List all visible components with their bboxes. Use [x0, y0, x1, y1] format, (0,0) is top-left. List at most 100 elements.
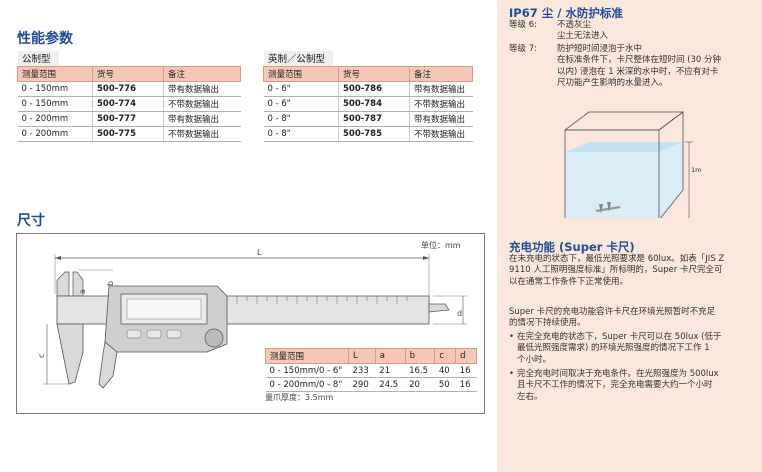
text-line: 且卡尺不工作的情况下，完全充电需要大约一个小时 — [517, 380, 713, 391]
table-row: 0 - 150mm/0 - 6" 233 21 16.5 40 16 — [265, 363, 477, 378]
column-header: d — [455, 348, 477, 364]
range-cell: 0 - 150mm — [17, 96, 93, 112]
text-line: 在未充电的状态下，最低光照要求是 60lux。如表「JIS Z — [509, 254, 725, 264]
text-line: 在完全充电的状态下，Super 卡尺可以在 50lux (低于 — [517, 332, 722, 342]
label-d: d — [457, 309, 462, 318]
text-line: 以在通常工作条件下正常使用。 — [509, 276, 629, 287]
table-row: 0 - 200mm/0 - 8" 290 24.5 20 50 16 — [265, 377, 477, 392]
table-row: 0 - 8" 500-787 带有数据输出 — [263, 111, 473, 127]
text-line: 完全充电时间取决于充电条件。在光照强度为 500lux — [517, 369, 719, 379]
table-row: 0 - 150mm 500-774 不带数据输出 — [17, 96, 241, 112]
table-header-row: 测量范围 货号 备注 — [263, 66, 473, 82]
dimension-drawing-panel: L a b d — [16, 233, 485, 414]
ip67-level7-line: 尺功能产生影响的水量进入。 — [557, 77, 668, 88]
water-tank-illustration: 1m — [564, 111, 701, 218]
value-cell: 16 — [455, 363, 477, 378]
value-cell: 21 — [375, 363, 406, 378]
charge-bullet-1: • 在完全充电的状态下，Super 卡尺可以在 50lux (低于 最低光照强度… — [509, 332, 759, 366]
value-cell: 24.5 — [375, 377, 406, 392]
jaw-thickness-note: 量爪厚度：3.5mm — [265, 393, 334, 402]
remark-cell: 不带数据输出 — [163, 126, 241, 142]
table-row: 0 - 200mm 500-777 带有数据输出 — [17, 111, 241, 127]
range-cell: 0 - 150mm/0 - 6" — [265, 363, 349, 378]
column-header: 备注 — [163, 66, 241, 82]
ip67-level7-text: 防护短时间浸泡于水中 在标准条件下，卡尺整体在短时间 (30 分钟 以内) 浸泡… — [557, 44, 757, 89]
specs-title: 性能参数 — [17, 31, 73, 47]
value-cell: 16 — [455, 377, 477, 392]
charge-bullet-2: • 完全充电时间取决于充电条件。在光照强度为 500lux 且卡尺不工作的情况下… — [509, 369, 759, 403]
text-line: Super 卡尺的充电功能容许卡尺在环境光照暂时不充足 — [509, 307, 716, 317]
column-header: 货号 — [338, 66, 410, 82]
label-L: L — [257, 248, 262, 257]
depth-label: 1m — [691, 166, 701, 174]
table-row: 0 - 6" 500-784 不带数据输出 — [263, 96, 473, 112]
ip67-level7-label: 等级 7: — [509, 44, 537, 54]
column-header: 测量范围 — [263, 66, 339, 82]
caliper-drawing: L a b d — [37, 248, 467, 389]
metric-spec-table: 测量范围 货号 备注 0 - 150mm 500-776 带有数据输出 0 - … — [17, 66, 241, 142]
ip67-title: IP67 尘 / 水防护标准 — [509, 6, 623, 20]
remark-cell: 带有数据输出 — [163, 111, 241, 127]
text-line: 的情况下持续使用。 — [509, 318, 586, 329]
range-cell: 0 - 6" — [263, 81, 339, 97]
value-cell: 16.5 — [405, 363, 435, 378]
remark-cell: 带有数据输出 — [409, 81, 473, 97]
column-header: L — [348, 348, 376, 364]
text-line: 左右。 — [517, 391, 543, 402]
table-row: 0 - 6" 500-786 带有数据输出 — [263, 81, 473, 97]
column-header: 货号 — [92, 66, 164, 82]
dimension-table: 测量范围 L a b c d 0 - 150mm/0 - 6" 233 21 1… — [265, 348, 477, 392]
text-line: 个小时。 — [517, 354, 552, 365]
charge-paragraph-1: 在未充电的状态下，最低光照要求是 60lux。如表「JIS Z 9110 人工照… — [509, 254, 759, 288]
charge-paragraph-2: Super 卡尺的充电功能容许卡尺在环境光照暂时不充足 的情况下持续使用。 — [509, 307, 759, 330]
ip67-level7-line: 在标准条件下，卡尺整体在短时间 (30 分钟 — [557, 55, 722, 66]
column-header: 备注 — [409, 66, 473, 82]
range-cell: 0 - 8" — [263, 126, 339, 142]
unit-label: 单位：mm — [421, 241, 461, 250]
table-header-row: 测量范围 L a b c d — [265, 348, 477, 364]
part-number-cell: 500-776 — [92, 81, 164, 97]
part-number-cell: 500-785 — [338, 126, 410, 142]
range-cell: 0 - 8" — [263, 111, 339, 127]
remark-cell: 不带数据输出 — [409, 96, 473, 112]
label-b: b — [106, 281, 115, 286]
right-info-panel: IP67 尘 / 水防护标准 等级 6: 不透灰尘 尘土无法进入 等级 7: 防… — [497, 0, 762, 472]
text-line: 9110 人工照明强度标准」所标明的，Super 卡尺完全可 — [509, 265, 723, 276]
value-cell: 50 — [434, 377, 456, 392]
part-number-cell: 500-786 — [338, 81, 410, 97]
part-number-cell: 500-784 — [338, 96, 410, 112]
column-header: a — [374, 348, 406, 364]
table-header-row: 测量范围 货号 备注 — [17, 66, 241, 82]
label-a: a — [78, 289, 87, 294]
column-header: 测量范围 — [17, 66, 93, 82]
value-cell: 40 — [434, 363, 456, 378]
table-row: 0 - 150mm 500-776 带有数据输出 — [17, 81, 241, 97]
ip67-level7-line: 防护短时间浸泡于水中 — [557, 44, 643, 54]
bullet-icon: • — [509, 332, 515, 342]
table-row: 0 - 200mm 500-775 不带数据输出 — [17, 126, 241, 142]
remark-cell: 带有数据输出 — [409, 111, 473, 127]
part-number-cell: 500-787 — [338, 111, 410, 127]
part-number-cell: 500-777 — [92, 111, 164, 127]
part-number-cell: 500-774 — [92, 96, 164, 112]
ip67-level7-line: 以内) 浸泡在 1 米深的水中时，不应有对卡 — [557, 66, 719, 77]
inch-spec-table: 测量范围 货号 备注 0 - 6" 500-786 带有数据输出 0 - 6" … — [263, 66, 473, 142]
range-cell: 0 - 6" — [263, 96, 339, 112]
column-header: b — [404, 348, 436, 364]
text-line: 最低光照强度需求) 的环境光照强度的情况下工作 1 — [517, 343, 710, 354]
value-cell: 233 — [348, 363, 376, 378]
range-cell: 0 - 200mm — [17, 126, 93, 142]
remark-cell: 不带数据输出 — [409, 126, 473, 142]
value-cell: 290 — [348, 377, 376, 392]
column-header: 测量范围 — [265, 348, 349, 364]
ip67-level6-line1: 不透灰尘 — [557, 20, 592, 30]
ip67-level6-label: 等级 6: — [509, 20, 537, 30]
table-row: 0 - 8" 500-785 不带数据输出 — [263, 126, 473, 142]
remark-cell: 带有数据输出 — [163, 81, 241, 97]
label-c: c — [37, 354, 46, 358]
ip67-level6-line2: 尘土无法进入 — [557, 31, 609, 41]
part-number-cell: 500-775 — [92, 126, 164, 142]
column-header: c — [434, 348, 457, 364]
remark-cell: 不带数据输出 — [163, 96, 241, 112]
value-cell: 20 — [405, 377, 435, 392]
